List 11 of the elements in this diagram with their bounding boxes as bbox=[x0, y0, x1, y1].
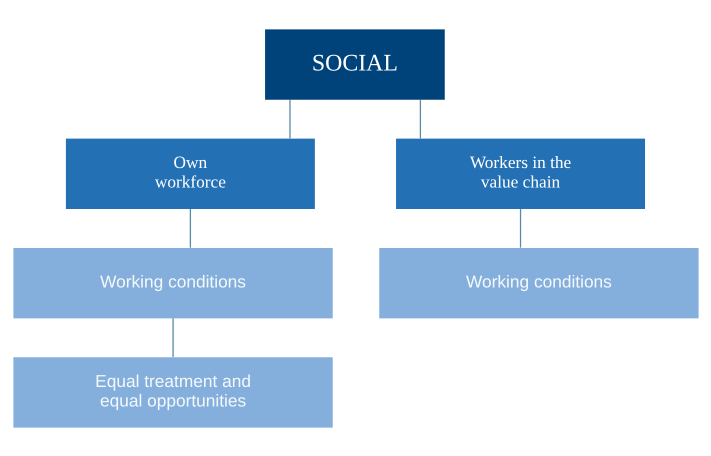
connector bbox=[419, 99, 421, 138]
node-box: SOCIAL bbox=[264, 28, 444, 100]
node-box: Working conditions bbox=[12, 247, 332, 318]
node-box: Own workforce bbox=[65, 138, 314, 209]
node-box: Equal treatment and equal opportunities bbox=[12, 356, 332, 428]
node-box: Working conditions bbox=[378, 247, 698, 318]
connector bbox=[288, 99, 290, 138]
node-box: Workers in the value chain bbox=[396, 138, 645, 209]
connector bbox=[189, 208, 191, 248]
connector bbox=[172, 318, 174, 356]
connector bbox=[519, 208, 521, 248]
